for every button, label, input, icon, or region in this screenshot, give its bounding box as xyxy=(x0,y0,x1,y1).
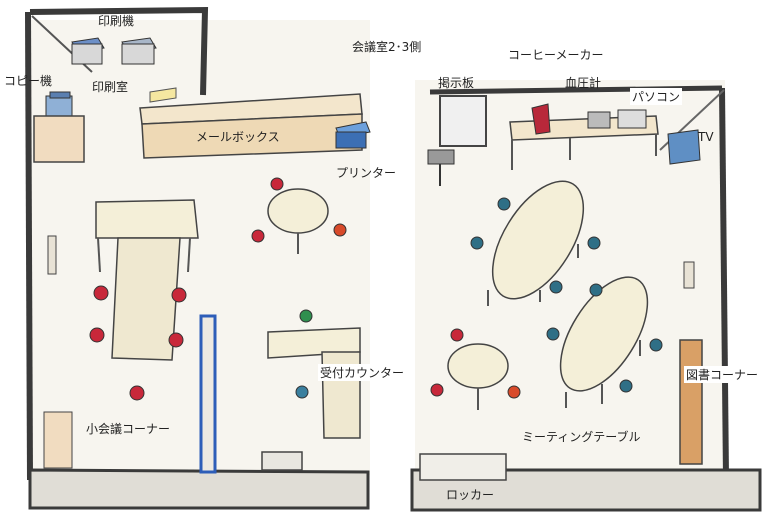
label-bulletin-board: 掲示板 xyxy=(438,76,475,90)
stool-mixed xyxy=(295,385,309,399)
stool-red xyxy=(129,385,145,401)
locker xyxy=(419,453,507,481)
pc xyxy=(617,109,647,129)
round-table-bottom xyxy=(447,343,509,410)
stool-red xyxy=(89,327,105,343)
stool-red xyxy=(450,328,464,342)
tv xyxy=(667,129,701,165)
copy-machine xyxy=(45,91,73,117)
bulletin-board xyxy=(439,95,487,147)
stool-teal xyxy=(546,327,560,341)
stool-green xyxy=(299,309,313,323)
stool-red xyxy=(251,229,265,243)
print-room-counter xyxy=(33,115,85,163)
stool-teal xyxy=(549,280,563,294)
label-print-machine: 印刷機 xyxy=(98,14,135,28)
label-print-room: 印刷室 xyxy=(92,80,129,94)
print-machine-1 xyxy=(71,37,105,65)
meeting-table-2 xyxy=(559,276,649,408)
bottom-gap-box xyxy=(261,451,303,471)
label-printer: プリンター xyxy=(336,166,397,180)
small-meeting-table xyxy=(95,199,199,361)
stool-orange xyxy=(333,223,347,237)
meeting-table-1 xyxy=(487,180,585,306)
label-locker: ロッカー xyxy=(446,488,495,502)
stool-red xyxy=(430,383,444,397)
wall-bottom-left xyxy=(28,468,370,510)
round-table-top xyxy=(267,188,329,254)
bulletin-stand xyxy=(427,149,455,186)
stool-red xyxy=(168,332,184,348)
label-tv: TV xyxy=(698,130,714,144)
label-pc: パソコン xyxy=(630,88,683,105)
stool-teal xyxy=(470,236,484,250)
small-meeting-board xyxy=(43,411,73,469)
stool-orange xyxy=(507,385,521,399)
wall-print-room-top xyxy=(29,6,209,96)
wall-frame-left xyxy=(47,235,57,275)
coffee-maker xyxy=(531,103,551,135)
stool-teal xyxy=(649,338,663,352)
stool-teal xyxy=(587,236,601,250)
mailbox-counter xyxy=(139,93,363,159)
wall-right-outer xyxy=(719,87,729,479)
stool-red xyxy=(171,287,187,303)
wall-left-outer xyxy=(25,11,33,481)
stool-teal xyxy=(619,379,633,393)
wall-frame-right xyxy=(683,261,695,289)
pillar xyxy=(199,314,217,474)
label-mailbox: メールボックス xyxy=(196,130,280,144)
label-library: 図書コーナー xyxy=(684,366,761,383)
stool-red xyxy=(93,285,109,301)
label-reception: 受付カウンター xyxy=(318,364,407,381)
label-coffee-maker: コーヒーメーカー xyxy=(508,48,604,62)
label-small-meeting: 小会議コーナー xyxy=(86,422,171,436)
blood-pressure-meter xyxy=(587,111,611,129)
stool-teal xyxy=(589,283,603,297)
label-conference-room: 会議室2･3側 xyxy=(352,40,422,54)
stool-teal xyxy=(497,197,511,211)
label-copy-machine: コピー機 xyxy=(4,74,53,88)
print-room-paper xyxy=(149,87,177,103)
label-meeting-table: ミーティングテーブル xyxy=(522,430,641,444)
label-blood-pressure: 血圧計 xyxy=(565,76,602,90)
print-machine-2 xyxy=(121,37,157,65)
library-shelf xyxy=(679,339,703,465)
stool-red xyxy=(270,177,284,191)
printer xyxy=(335,121,371,149)
